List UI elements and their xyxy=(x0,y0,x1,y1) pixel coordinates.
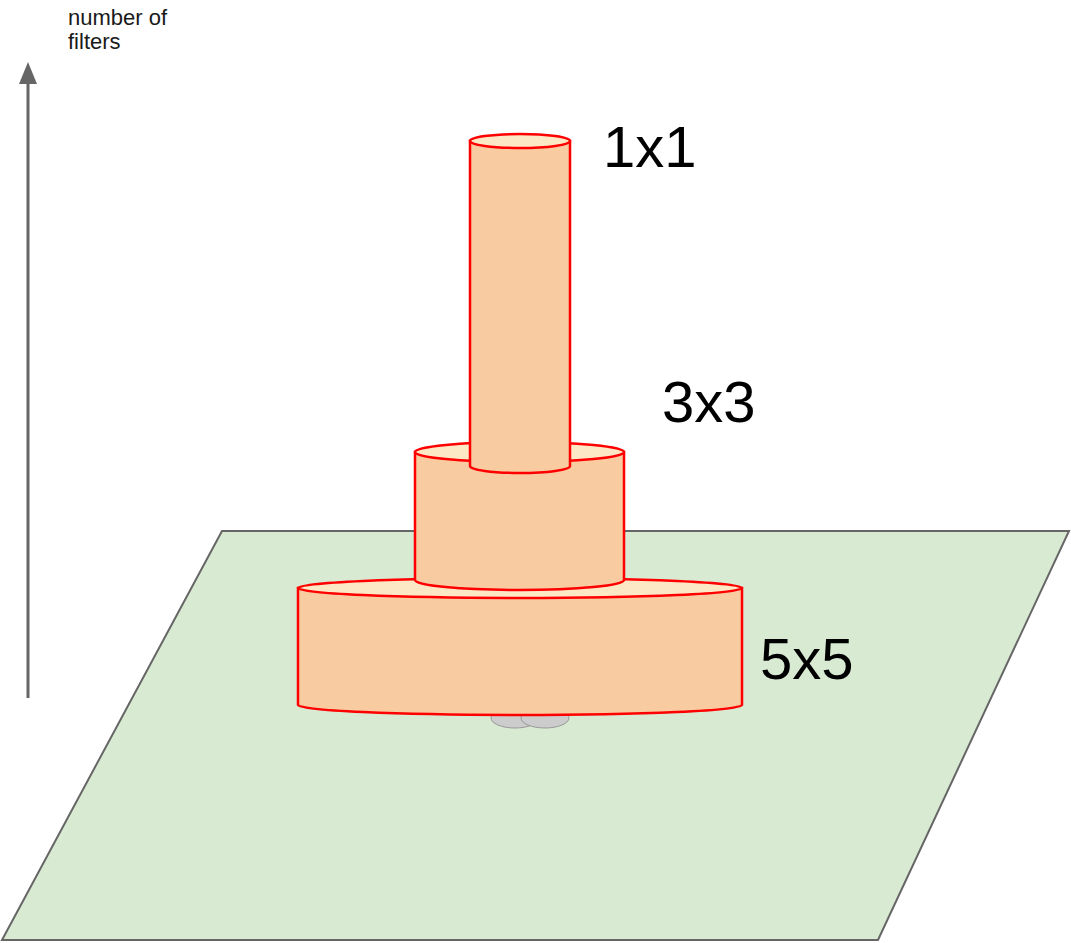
filter-size-label: 1x1 xyxy=(603,118,697,176)
axis-arrowhead xyxy=(19,62,37,84)
cylinder-top xyxy=(470,134,570,148)
cylinder-5x5 xyxy=(298,578,742,715)
base-plane xyxy=(2,531,1069,940)
filter-size-label: 3x3 xyxy=(662,373,756,431)
axis-line xyxy=(27,80,30,698)
filter-size-label: 5x5 xyxy=(760,630,854,688)
cylinder-1x1 xyxy=(470,134,570,473)
cylinder-body xyxy=(298,588,742,715)
axis-label: number of filters xyxy=(68,6,186,54)
cylinder-body xyxy=(470,141,570,473)
